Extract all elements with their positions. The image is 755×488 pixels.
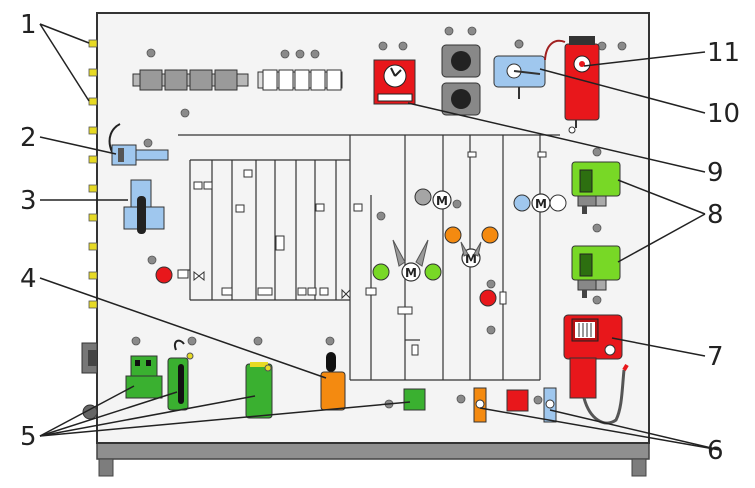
push-button-icon bbox=[167, 339, 194, 411]
callout-11: 11 bbox=[707, 38, 740, 68]
thermostat-icon bbox=[544, 36, 600, 134]
thermostat-icon bbox=[563, 314, 629, 425]
callout-7: 7 bbox=[707, 342, 724, 372]
motor-icon: M bbox=[531, 193, 567, 213]
reset-button-icon bbox=[403, 388, 426, 411]
panel-screws bbox=[131, 26, 627, 409]
callout-3: 3 bbox=[20, 186, 37, 216]
indicator-lamp-icon bbox=[155, 188, 531, 307]
callout-1: 1 bbox=[20, 10, 37, 40]
connector-icon bbox=[320, 352, 346, 411]
reset-button-icon bbox=[543, 387, 557, 423]
sensor-icon bbox=[493, 39, 546, 99]
callout-10: 10 bbox=[707, 99, 740, 129]
motor-letter: M bbox=[405, 266, 417, 280]
wiring-contacts bbox=[193, 151, 547, 356]
motor-letter: M bbox=[465, 252, 477, 266]
push-button-icon bbox=[125, 355, 163, 399]
motor-icon: M bbox=[432, 190, 452, 210]
valve-symbol bbox=[177, 269, 351, 300]
solenoid-valve-icon bbox=[123, 179, 165, 234]
callout-8: 8 bbox=[707, 200, 724, 230]
push-button-icon bbox=[245, 362, 273, 419]
callout-leaders bbox=[39, 23, 721, 451]
wiring-diagram bbox=[178, 134, 560, 381]
motor-letter: M bbox=[436, 194, 448, 208]
timer-icon bbox=[373, 59, 416, 105]
left-terminal-pins bbox=[88, 39, 98, 309]
callout-5: 5 bbox=[20, 422, 37, 452]
callout-4: 4 bbox=[20, 264, 37, 294]
callout-2: 2 bbox=[20, 123, 37, 153]
terminal-block-icon bbox=[132, 69, 343, 91]
callout-9: 9 bbox=[707, 158, 724, 188]
callout-6: 6 bbox=[707, 436, 724, 466]
pressure-switch-icon bbox=[108, 123, 169, 166]
left-bracket bbox=[81, 342, 98, 420]
motor-letter: M bbox=[535, 197, 547, 211]
motor-icon: M bbox=[401, 262, 421, 282]
rotary-switch-icon bbox=[441, 44, 481, 116]
pressure-switch-icon bbox=[571, 245, 621, 298]
pressure-switch-icon bbox=[571, 161, 621, 214]
panel-base bbox=[96, 442, 650, 477]
callout-labels: 1 2 3 4 5 6 7 8 9 10 11 bbox=[20, 10, 740, 466]
fan-blades bbox=[392, 239, 482, 267]
reset-button-icon bbox=[473, 387, 487, 423]
reset-button-icon bbox=[506, 389, 529, 412]
